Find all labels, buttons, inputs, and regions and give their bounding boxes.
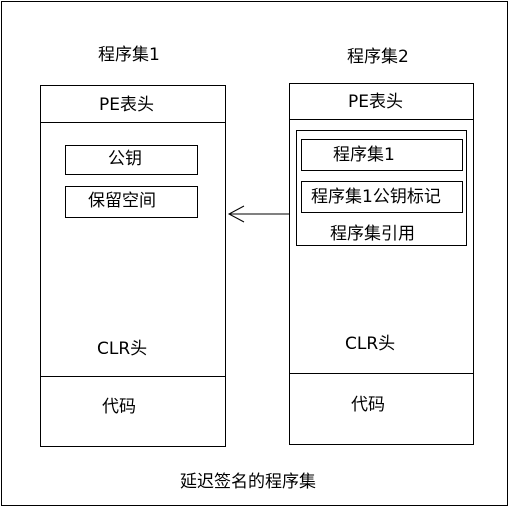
assembly1-clr-header: CLR头 bbox=[97, 339, 148, 359]
assembly1-code-divider bbox=[40, 376, 226, 377]
assembly2-title: 程序集2 bbox=[347, 47, 409, 67]
assembly1-public-key-box bbox=[65, 145, 198, 175]
assembly1-pe-divider bbox=[40, 122, 226, 123]
assembly-reference-name: 程序集1 bbox=[333, 145, 395, 165]
reference-arrow-head bbox=[227, 205, 245, 223]
assembly1-title: 程序集1 bbox=[98, 45, 160, 65]
assembly2-pe-header: PE表头 bbox=[348, 92, 403, 112]
assembly-reference-token-box bbox=[301, 181, 463, 213]
assembly-reference-name-box bbox=[301, 139, 463, 171]
assembly2-pe-divider bbox=[289, 119, 474, 120]
assembly1-reserved-space: 保留空间 bbox=[88, 191, 156, 211]
diagram-caption: 延迟签名的程序集 bbox=[180, 472, 316, 492]
assembly1-public-key: 公钥 bbox=[108, 149, 142, 169]
assembly2-clr-header: CLR头 bbox=[345, 334, 396, 354]
assembly2-code: 代码 bbox=[351, 395, 385, 415]
assembly1-pe-header: PE表头 bbox=[99, 95, 154, 115]
assembly1-code: 代码 bbox=[102, 397, 136, 417]
assembly-reference-label: 程序集引用 bbox=[330, 224, 415, 244]
assembly-reference-token: 程序集1公钥标记 bbox=[311, 187, 441, 207]
assembly1-reserved-space-box bbox=[65, 186, 198, 218]
assembly2-code-divider bbox=[289, 373, 474, 374]
